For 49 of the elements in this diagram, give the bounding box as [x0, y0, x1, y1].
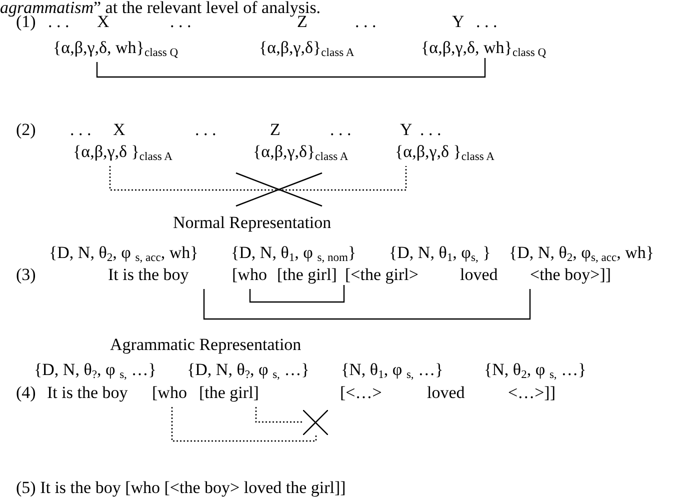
word-group: <the boy>]] — [530, 265, 612, 285]
feature-set: {α,β,γ,δ, wh}$_{class Q}$ — [53, 38, 178, 58]
word-group: It is the boy — [47, 383, 128, 403]
word-group: [who — [232, 265, 267, 285]
word-group: [<…> — [340, 383, 382, 403]
ellipsis: . . . — [70, 120, 92, 140]
feature-set: {α,β,γ,δ }$_{class A}$ — [395, 142, 494, 162]
word-group: [who — [152, 383, 187, 403]
word-group: It is the boy — [108, 265, 189, 285]
dotted-bracket-line — [255, 407, 303, 423]
ellipsis: . . . — [420, 120, 442, 140]
word-group: [<the girl> — [345, 265, 418, 285]
constituent-label: Z — [270, 120, 280, 140]
dotted-bracket-line — [109, 166, 407, 191]
feature-set: {α,β,γ,δ }$_{class A}$ — [73, 142, 172, 162]
ellipsis: . . . — [476, 12, 498, 32]
word-group: <…>]] — [508, 383, 556, 403]
feature-set: {α,β,γ,δ, wh}$_{class Q}$ — [421, 38, 546, 58]
cross-mark — [303, 410, 328, 435]
bracket-line — [203, 289, 531, 320]
dotted-bracket-line — [171, 407, 317, 442]
ellipsis: . . . — [330, 120, 352, 140]
example-number: (4) — [16, 383, 36, 403]
ellipsis: . . . — [195, 120, 216, 140]
feature-set: {N, θ$_{2}$, φ $_{s,}$ …} — [484, 360, 586, 380]
bracket-line — [249, 285, 345, 303]
example-number: (2) — [16, 120, 36, 140]
feature-set: {D, N, θ$_{?}$, φ $_{s,}$ …} — [34, 360, 156, 380]
feature-set: {D, N, θ$_{1}$, φ $_{s, nom}$} — [231, 243, 356, 263]
representation-heading: Normal Representation — [173, 213, 332, 233]
word-group: [the girl] — [199, 383, 259, 403]
feature-set: {D, N, θ$_{?}$, φ $_{s,}$ …} — [187, 360, 310, 380]
bracket-line — [96, 58, 486, 78]
feature-set: {D, N, θ$_{2}$, φ $_{s, acc}$, wh} — [49, 243, 198, 263]
constituent-label: X — [113, 120, 126, 140]
example-sentence: (5) It is the boy [who [<the boy> loved the girl]] — [16, 478, 346, 498]
representation-heading: Agrammatic Representation — [110, 335, 302, 355]
word-group: [the girl] — [277, 265, 337, 285]
word-group: loved — [427, 383, 465, 403]
ellipsis: . . . — [355, 12, 376, 32]
feature-set: {N, θ$_{1}$, φ $_{s,}$ …} — [341, 360, 444, 380]
word-group: loved — [460, 265, 498, 285]
feature-set: {D, N, θ$_{1}$, φ$_{s,}$ } — [389, 243, 491, 263]
feature-set: {α,β,γ,δ}$_{class A}$ — [253, 142, 348, 162]
feature-set: {α,β,γ,δ}$_{class A}$ — [259, 38, 354, 58]
constituent-label: Y — [452, 12, 464, 32]
example-number: (3) — [16, 265, 36, 285]
constituent-label: Y — [400, 120, 412, 140]
feature-set: {D, N, θ$_{2}$, φ$_{s, acc}$, wh} — [509, 243, 654, 263]
